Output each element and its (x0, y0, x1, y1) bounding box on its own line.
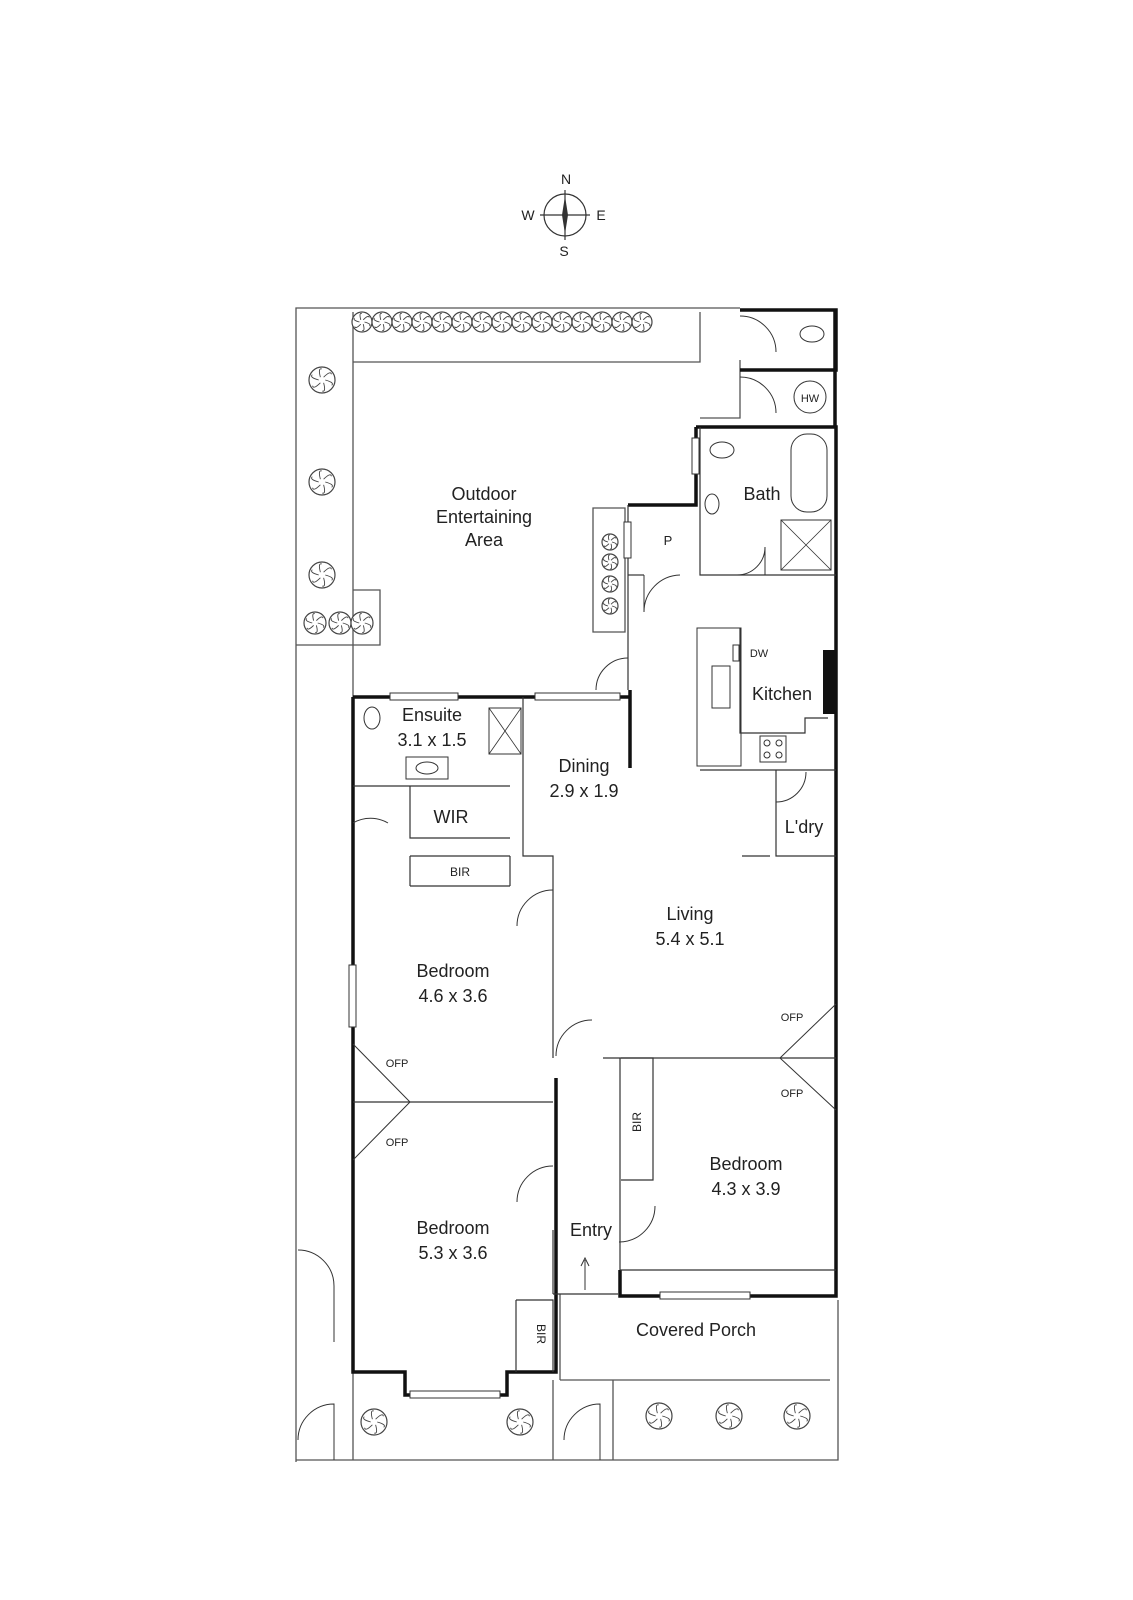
bedroom-1-label: Bedroom (416, 961, 489, 981)
shrubs-west (303, 366, 811, 1436)
shrub-icon (431, 311, 453, 333)
toilet-icon (709, 441, 735, 459)
shrub-icon (308, 561, 336, 589)
bir-label: BIR (534, 1324, 548, 1344)
living-label: Living (666, 904, 713, 924)
hot-water-icon (793, 380, 827, 414)
shrub-icon (451, 311, 473, 333)
compass-north: N (561, 171, 571, 187)
compass-east: E (596, 207, 605, 223)
cooktop-icon (759, 735, 787, 763)
shrub-icon (783, 1402, 811, 1430)
exterior-walls (351, 308, 838, 1397)
dishwasher-label: DW (750, 648, 769, 660)
shrub-icon (350, 611, 374, 635)
shrub-icon (591, 311, 613, 333)
shrub-icon (308, 366, 336, 394)
ofp-label: OFP (386, 1058, 409, 1070)
basin-icon (704, 493, 720, 515)
site-boundary (295, 307, 839, 1462)
entry-label: Entry (570, 1220, 612, 1240)
shrub-icon (303, 611, 327, 635)
kitchen-island (696, 627, 742, 767)
shrub-icon (511, 311, 533, 333)
compass-south: S (559, 243, 568, 259)
ofp-label: OFP (781, 1012, 804, 1024)
bedroom-3-size: 5.3 x 3.6 (418, 1243, 487, 1263)
shrub-icon (601, 553, 619, 571)
compass-west: W (521, 207, 535, 223)
shrub-icon (308, 468, 336, 496)
shrub-icon (631, 311, 653, 333)
hedge-row (351, 311, 653, 333)
fridge-icon (823, 650, 836, 714)
toilet-icon (363, 706, 381, 730)
toilet-icon (799, 325, 825, 343)
shrub-icon (551, 311, 573, 333)
bedroom-1-size: 4.6 x 3.6 (418, 986, 487, 1006)
room-labels: Outdoor Entertaining Area Bath P Kitchen… (386, 393, 824, 1344)
shrub-icon (411, 311, 433, 333)
shrub-icon (601, 597, 619, 615)
windows (348, 437, 751, 1399)
bir-label: BIR (630, 1112, 644, 1132)
shrub-icon (328, 611, 352, 635)
outdoor-label-1: Outdoor (451, 484, 516, 504)
shrub-icon (601, 575, 619, 593)
shrub-icon (531, 311, 553, 333)
shrub-icon (715, 1402, 743, 1430)
shrub-icon (506, 1408, 534, 1436)
pantry-label: P (664, 533, 673, 548)
shrub-icon (571, 311, 593, 333)
hot-water-label: HW (801, 393, 820, 405)
shrub-icon (471, 311, 493, 333)
outdoor-label-2: Entertaining (436, 507, 532, 527)
shrub-icon (601, 533, 619, 551)
ensuite-size: 3.1 x 1.5 (397, 730, 466, 750)
outdoor-label-3: Area (465, 530, 504, 550)
shrub-icon (371, 311, 393, 333)
bathtub-icon (790, 433, 828, 513)
bedroom-2-size: 4.3 x 3.9 (711, 1179, 780, 1199)
doors (297, 315, 807, 1460)
porch-label: Covered Porch (636, 1320, 756, 1340)
ofp-label: OFP (781, 1088, 804, 1100)
wir-label: WIR (434, 807, 469, 827)
shrub-icon (611, 311, 633, 333)
kitchen-label: Kitchen (752, 684, 812, 704)
compass-icon: N S E W (521, 171, 605, 259)
shrub-icon (491, 311, 513, 333)
bath-label: Bath (743, 484, 780, 504)
ensuite-label: Ensuite (402, 705, 462, 725)
shrub-icon (351, 311, 373, 333)
dining-label: Dining (558, 756, 609, 776)
living-size: 5.4 x 5.1 (655, 929, 724, 949)
shrub-icon (391, 311, 413, 333)
sink-icon (711, 665, 731, 709)
fixtures (352, 325, 837, 1161)
shrub-icon (645, 1402, 673, 1430)
bedroom-2-label: Bedroom (709, 1154, 782, 1174)
ofp-label: OFP (386, 1137, 409, 1149)
dining-size: 2.9 x 1.9 (549, 781, 618, 801)
shrub-icon (360, 1408, 388, 1436)
laundry-label: L'dry (785, 817, 823, 837)
bedroom-3-label: Bedroom (416, 1218, 489, 1238)
bir-label: BIR (450, 865, 470, 879)
